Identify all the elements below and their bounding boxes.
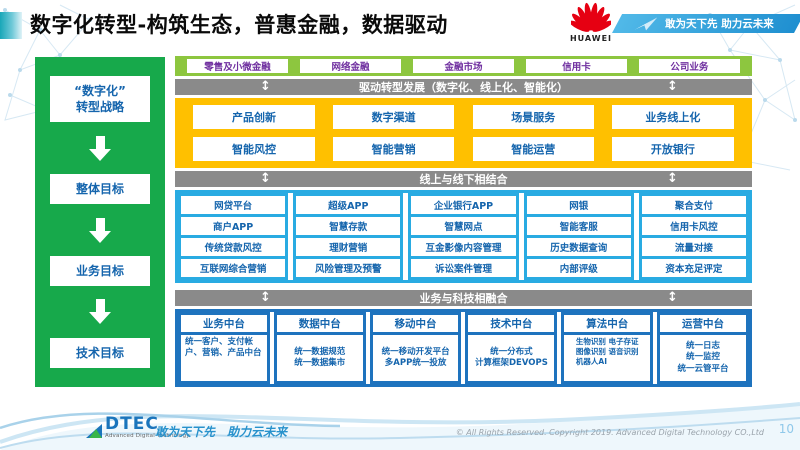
capability-panel: 产品创新 数字渠道 场景服务 业务线上化 智能风控 智能营销 智能运营 开放银行 bbox=[175, 98, 752, 168]
grid-column: 企业银行APP 智慧网点 互金影像内容管理 诉讼案件管理 bbox=[408, 193, 519, 280]
platform-column-algorithm: 算法中台 生物识别 电子存证 图像识别 语音识别 机器人AI bbox=[561, 312, 654, 384]
business-segment: 零售及小微金融 bbox=[187, 59, 288, 73]
dtec-logo: DTEC Advanced Digital Technology bbox=[86, 416, 190, 439]
grid-cell: 资本充足评定 bbox=[641, 259, 747, 277]
platform-content: 生物识别 电子存证 图像识别 语音识别 机器人AI bbox=[564, 335, 651, 381]
tech-fusion-banner: ↕ 业务与科技相融合 ↕ bbox=[175, 290, 752, 306]
updown-arrow-icon: ↕ bbox=[260, 290, 271, 305]
dtec-wordmark: DTEC bbox=[105, 414, 159, 434]
grid-column: 聚合支付 信用卡风控 流量对接 资本充足评定 bbox=[638, 193, 750, 280]
grid-cell: 智慧网点 bbox=[411, 217, 516, 235]
page-title: 数字化转型-构筑生态，普惠金融，数据驱动 bbox=[30, 13, 448, 37]
footer-slogan: 敢为天下先 助力云未来 bbox=[155, 425, 288, 439]
grid-cell: 互联网综合营销 bbox=[181, 259, 286, 277]
grid-column: 网银 智能客服 历史数据查询 内部评级 bbox=[523, 193, 634, 280]
copyright-text: © All Rights Reserved. Copyright 2019. A… bbox=[455, 428, 764, 437]
huawei-logo: HUAWEI bbox=[568, 2, 614, 43]
grid-cell: 智慧存款 bbox=[296, 217, 401, 235]
business-segments-panel: 零售及小微金融 网络金融 金融市场 信用卡 公司业务 bbox=[175, 56, 752, 76]
grid-cell: 企业银行APP bbox=[411, 196, 516, 214]
middle-platform-panel: 业务中台 统一客户、支付帐户、营销、产品中台 数据中台 统一数据规范 统一数据集… bbox=[175, 309, 752, 387]
grid-cell: 网银 bbox=[526, 196, 631, 214]
capability-box: 智能营销 bbox=[333, 136, 455, 161]
header-slogan-banner: 敢为天下先 助力云未来 bbox=[612, 14, 800, 33]
platform-column-business: 业务中台 统一客户、支付帐户、营销、产品中台 bbox=[178, 312, 270, 384]
grid-cell: 商户APP bbox=[181, 217, 286, 235]
sidebar-item-business-goal: 业务目标 bbox=[50, 255, 150, 286]
grid-cell: 诉讼案件管理 bbox=[411, 259, 516, 277]
title-accent-bar bbox=[0, 12, 22, 39]
platform-header: 移动中台 bbox=[372, 315, 459, 332]
updown-arrow-icon: ↕ bbox=[667, 290, 678, 305]
updown-arrow-icon: ↕ bbox=[667, 79, 678, 94]
huawei-flower-icon bbox=[569, 2, 613, 32]
business-segment: 网络金融 bbox=[300, 59, 401, 73]
transform-banner: ↕ 驱动转型发展（数字化、线上化、智能化） ↕ bbox=[175, 79, 752, 95]
down-arrow-icon bbox=[89, 299, 111, 325]
grid-cell: 信用卡风控 bbox=[641, 217, 747, 235]
grid-cell: 内部评级 bbox=[526, 259, 631, 277]
grid-cell: 流量对接 bbox=[641, 238, 747, 256]
huawei-wordmark: HUAWEI bbox=[569, 34, 613, 43]
updown-arrow-icon: ↕ bbox=[260, 79, 271, 94]
grid-cell: 聚合支付 bbox=[641, 196, 747, 214]
platform-content: 统一客户、支付帐户、营销、产品中台 bbox=[181, 335, 267, 381]
grid-cell: 历史数据查询 bbox=[526, 238, 631, 256]
updown-arrow-icon: ↕ bbox=[667, 171, 678, 186]
grid-cell: 风险管理及预警 bbox=[296, 259, 401, 277]
updown-arrow-icon: ↕ bbox=[260, 171, 271, 186]
digital-services-grid: 网贷平台 商户APP 传统贷款风控 互联网综合营销 超级APP 智慧存款 理财营… bbox=[175, 190, 752, 283]
capability-box: 智能运营 bbox=[472, 136, 594, 161]
dtec-subtitle: Advanced Digital Technology bbox=[105, 433, 190, 439]
sidebar-item-strategy: “数字化” 转型战略 bbox=[50, 76, 150, 123]
strategy-sidebar: “数字化” 转型战略 整体目标 业务目标 技术目标 bbox=[35, 57, 165, 387]
page-number: 10 bbox=[778, 422, 794, 436]
business-segment: 公司业务 bbox=[638, 59, 740, 73]
platform-content: 统一数据规范 统一数据集市 bbox=[276, 335, 363, 381]
platform-header: 运营中台 bbox=[660, 315, 746, 332]
capability-box: 场景服务 bbox=[472, 105, 594, 130]
grid-column: 超级APP 智慧存款 理财营销 风险管理及预警 bbox=[293, 193, 404, 280]
sidebar-item-overall-goal: 整体目标 bbox=[50, 174, 150, 205]
grid-cell: 理财营销 bbox=[296, 238, 401, 256]
capability-box: 业务线上化 bbox=[612, 105, 734, 130]
grid-column: 网贷平台 商户APP 传统贷款风控 互联网综合营销 bbox=[178, 193, 289, 280]
sidebar-item-tech-goal: 技术目标 bbox=[50, 337, 150, 368]
grid-cell: 网贷平台 bbox=[181, 196, 286, 214]
platform-column-operations: 运营中台 统一日志 统一监控 统一云管平台 bbox=[657, 312, 749, 384]
online-offline-banner-label: 线上与线下相结合 bbox=[419, 173, 508, 186]
capability-box: 数字渠道 bbox=[333, 105, 455, 130]
platform-header: 业务中台 bbox=[181, 315, 267, 332]
platform-content: 统一分布式 计算框架DEVOPS bbox=[468, 335, 555, 381]
platform-content: 统一日志 统一监控 统一云管平台 bbox=[660, 335, 746, 381]
platform-header: 技术中台 bbox=[468, 315, 555, 332]
business-segment: 金融市场 bbox=[412, 59, 514, 73]
platform-column-data: 数据中台 统一数据规范 统一数据集市 bbox=[273, 312, 366, 384]
paper-plane-icon bbox=[635, 17, 658, 30]
capability-box: 智能风控 bbox=[193, 136, 315, 161]
business-segment: 信用卡 bbox=[525, 59, 627, 73]
platform-header: 算法中台 bbox=[564, 315, 651, 332]
platform-content: 统一移动开发平台 多APP统一投放 bbox=[372, 335, 459, 381]
capability-box: 开放银行 bbox=[612, 136, 734, 161]
transform-banner-label: 驱动转型发展（数字化、线上化、智能化） bbox=[359, 81, 568, 94]
platform-column-tech: 技术中台 统一分布式 计算框架DEVOPS bbox=[465, 312, 558, 384]
grid-cell: 智能客服 bbox=[526, 217, 631, 235]
down-arrow-icon bbox=[89, 135, 111, 161]
grid-cell: 互金影像内容管理 bbox=[411, 238, 516, 256]
platform-header: 数据中台 bbox=[276, 315, 363, 332]
dtec-triangle-icon bbox=[86, 424, 102, 438]
online-offline-banner: ↕ 线上与线下相结合 ↕ bbox=[175, 171, 752, 187]
capability-box: 产品创新 bbox=[193, 105, 315, 130]
grid-cell: 传统贷款风控 bbox=[181, 238, 286, 256]
header-slogan-label: 敢为天下先 助力云未来 bbox=[665, 18, 774, 30]
tech-fusion-banner-label: 业务与科技相融合 bbox=[419, 292, 508, 305]
grid-cell: 超级APP bbox=[296, 196, 401, 214]
down-arrow-icon bbox=[89, 217, 111, 243]
platform-column-mobile: 移动中台 统一移动开发平台 多APP统一投放 bbox=[369, 312, 462, 384]
